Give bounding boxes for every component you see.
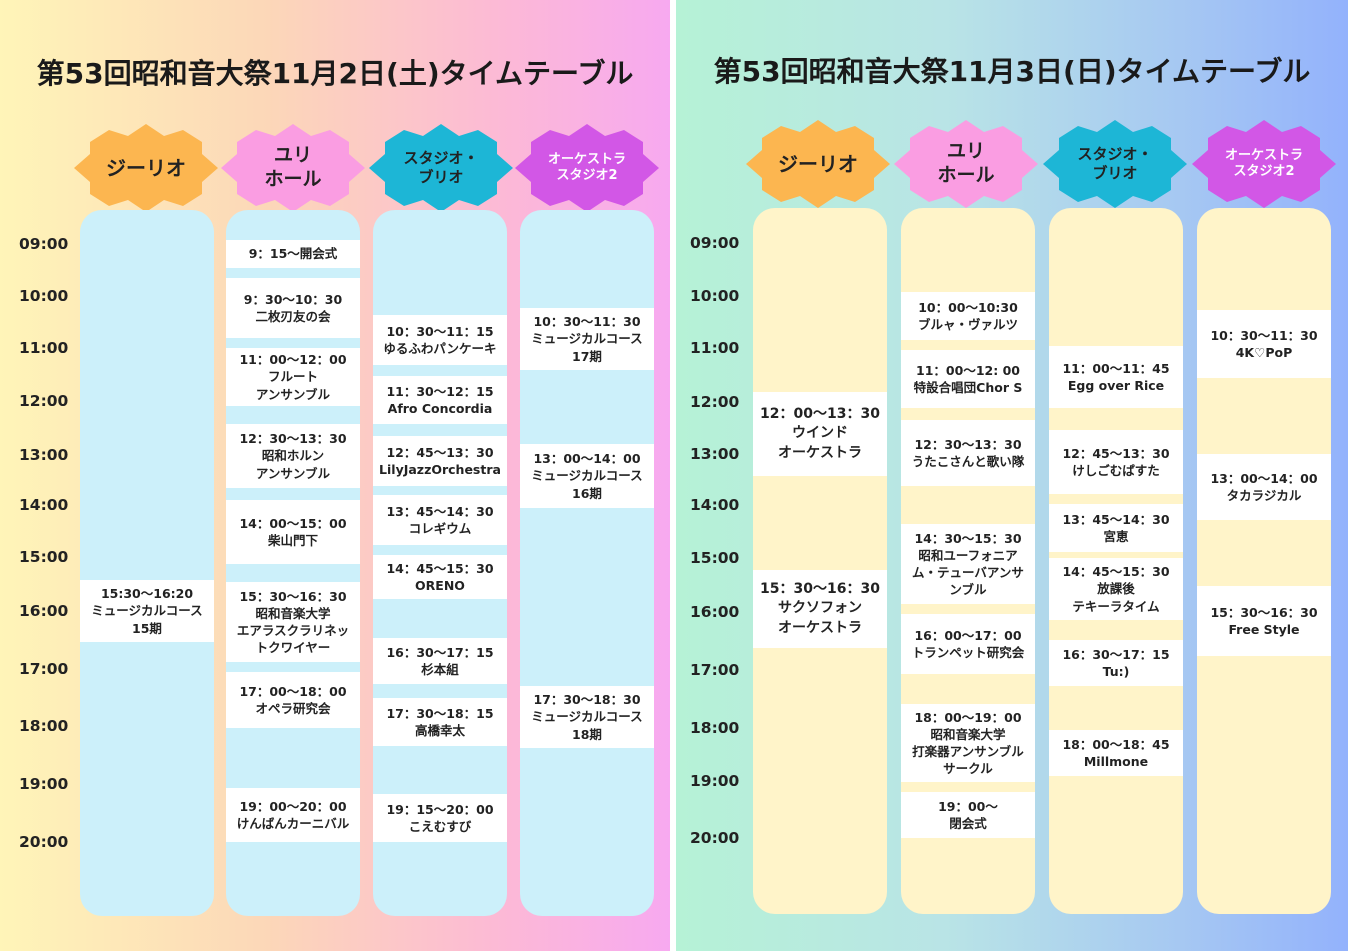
day2-panel: 第53回昭和音大祭11月3日(日)タイムテーブル 09:00 10:00 11:… <box>676 0 1348 951</box>
time-label: 18:00 <box>19 717 69 735</box>
venue-badge-orchestra-studio2: オーケストラ スタジオ2 <box>1190 118 1338 210</box>
time-label: 13:00 <box>690 445 740 463</box>
badge-shape <box>1043 120 1187 208</box>
venue-column: 11：00〜11：45 Egg over Rice 12：45〜13：30 けし… <box>1049 208 1183 914</box>
venue-badge-zirio: ジーリオ <box>744 118 892 210</box>
event-block: 16：30〜17：15 Tu:) <box>1049 640 1183 686</box>
venue-badge-yuri-hall: ユリ ホール <box>219 122 367 214</box>
event-block: 18：00〜18：45 Millmone <box>1049 730 1183 776</box>
time-label: 13:00 <box>19 446 69 464</box>
event-block: 12：45〜13：30 けしごむぱすた <box>1049 430 1183 494</box>
venue-name: スタジオ・ ブリオ <box>1077 145 1153 182</box>
event-block: 15:30〜16:20 ミュージカルコース 15期 <box>80 580 214 642</box>
event-block: 19：15〜20：00 こえむすび <box>373 794 507 842</box>
venue-name: ユリ ホール <box>264 144 322 190</box>
event-block: 12：30〜13：30 うたこさんと歌い隊 <box>901 420 1035 486</box>
time-label: 14:00 <box>690 496 740 514</box>
event-block: 17：30〜18：30 ミュージカルコース 18期 <box>520 686 654 748</box>
venue-badge-orchestra-studio2: オーケストラ スタジオ2 <box>513 122 661 214</box>
time-label: 09:00 <box>690 234 740 252</box>
time-label: 11:00 <box>690 339 740 357</box>
venue-badge-studio-brio: スタジオ・ ブリオ <box>367 122 515 214</box>
time-label: 18:00 <box>690 719 740 737</box>
venue-name: スタジオ・ ブリオ <box>403 149 479 186</box>
event-block: 13：00〜14：00 タカラジカル <box>1197 454 1331 520</box>
venue-name: ジーリオ <box>106 155 186 180</box>
venue-name: ユリ ホール <box>937 140 995 186</box>
event-block: 10：30〜11：15 ゆるふわパンケーキ <box>373 315 507 365</box>
venue-column: 12：00〜13：30 ウインド オーケストラ 15：30〜16：30 サクソフ… <box>753 208 887 914</box>
event-block: 11：30〜12：15 Afro Concordia <box>373 376 507 424</box>
badge-shape <box>1192 120 1336 208</box>
venue-column: 10：30〜11：30 4K♡PoP 13：00〜14：00 タカラジカル 15… <box>1197 208 1331 914</box>
event-block: 17：30〜18：15 高橋幸太 <box>373 698 507 746</box>
time-label: 15:00 <box>690 549 740 567</box>
badge-shape <box>515 124 659 212</box>
event-block: 14：45〜15：30 ORENO <box>373 555 507 599</box>
badge-shape <box>746 120 890 208</box>
time-label: 09:00 <box>19 235 69 253</box>
event-block: 10：30〜11：30 4K♡PoP <box>1197 310 1331 378</box>
time-label: 20:00 <box>19 833 69 851</box>
event-block: 14：00〜15：00 柴山門下 <box>226 500 360 564</box>
event-block: 19：00〜20：00 けんばんカーニバル <box>226 788 360 842</box>
time-label: 15:00 <box>19 548 69 566</box>
event-block: 13：00〜14：00 ミュージカルコース 16期 <box>520 444 654 508</box>
event-block: 17：00〜18：00 オペラ研究会 <box>226 672 360 728</box>
time-label: 19:00 <box>19 775 69 793</box>
event-block: 14：30〜15：30 昭和ユーフォニア ム・テューバアンサ ンブル <box>901 524 1035 604</box>
badge-shape <box>74 124 218 212</box>
event-block: 18：00〜19：00 昭和音楽大学 打楽器アンサンブル サークル <box>901 704 1035 782</box>
event-block: 15：30〜16：30 Free Style <box>1197 586 1331 656</box>
event-block: 13：45〜14：30 コレギウム <box>373 495 507 545</box>
venue-column: 10：00〜10:30 ブルャ・ヴァルツ 11：00〜12: 00 特設合唱団C… <box>901 208 1035 914</box>
time-label: 12:00 <box>690 393 740 411</box>
time-label: 10:00 <box>690 287 740 305</box>
time-label: 16:00 <box>690 603 740 621</box>
venue-badge-zirio: ジーリオ <box>72 122 220 214</box>
venue-name: ジーリオ <box>778 151 858 176</box>
panel-divider <box>670 0 676 951</box>
time-label: 10:00 <box>19 287 69 305</box>
time-label: 16:00 <box>19 602 69 620</box>
badge-shape <box>221 124 365 212</box>
time-label: 17:00 <box>19 660 69 678</box>
event-block: 9：15〜開会式 <box>226 240 360 268</box>
event-block: 12：30〜13：30 昭和ホルン アンサンブル <box>226 424 360 488</box>
time-label: 12:00 <box>19 392 69 410</box>
event-block: 19：00〜 閉会式 <box>901 792 1035 838</box>
event-block: 16：30〜17：15 杉本組 <box>373 638 507 684</box>
event-block: 11：00〜12: 00 特設合唱団Chor S <box>901 350 1035 408</box>
venue-badge-yuri-hall: ユリ ホール <box>892 118 1040 210</box>
event-block: 10：30〜11：30 ミュージカルコース 17期 <box>520 308 654 370</box>
event-block: 12：45〜13：30 LilyJazzOrchestra <box>373 436 507 486</box>
time-label: 17:00 <box>690 661 740 679</box>
time-label: 14:00 <box>19 496 69 514</box>
venue-badge-studio-brio: スタジオ・ ブリオ <box>1041 118 1189 210</box>
event-block: 14：45〜15：30 放課後 テキーラタイム <box>1049 558 1183 620</box>
event-block: 10：00〜10:30 ブルャ・ヴァルツ <box>901 292 1035 340</box>
time-label: 19:00 <box>690 772 740 790</box>
event-block: 9：30〜10：30 二枚刃友の会 <box>226 278 360 338</box>
venue-name: オーケストラ スタジオ2 <box>1224 147 1303 179</box>
day1-panel: 第53回昭和音大祭11月2日(土)タイムテーブル 09:00 10:00 11:… <box>0 0 670 951</box>
time-label: 11:00 <box>19 339 69 357</box>
venue-column: 10：30〜11：30 ミュージカルコース 17期 13：00〜14：00 ミュ… <box>520 210 654 916</box>
event-block: 13：45〜14：30 宮恵 <box>1049 504 1183 552</box>
event-block: 12：00〜13：30 ウインド オーケストラ <box>753 392 887 476</box>
venue-column: 10：30〜11：15 ゆるふわパンケーキ 11：30〜12：15 Afro C… <box>373 210 507 916</box>
event-block: 16：00〜17：00 トランペット研究会 <box>901 614 1035 674</box>
time-label: 20:00 <box>690 829 740 847</box>
event-block: 11：00〜12：00 フルート アンサンブル <box>226 348 360 406</box>
event-block: 15：30〜16：30 昭和音楽大学 エアラスクラリネッ トクワイヤー <box>226 582 360 662</box>
day2-title: 第53回昭和音大祭11月3日(日)タイムテーブル <box>713 55 1311 88</box>
venue-name: オーケストラ スタジオ2 <box>547 151 626 183</box>
badge-shape <box>894 120 1038 208</box>
venue-column: 15:30〜16:20 ミュージカルコース 15期 <box>80 210 214 916</box>
day1-title: 第53回昭和音大祭11月2日(土)タイムテーブル <box>36 57 634 90</box>
event-block: 11：00〜11：45 Egg over Rice <box>1049 346 1183 408</box>
venue-column: 9：15〜開会式 9：30〜10：30 二枚刃友の会 11：00〜12：00 フ… <box>226 210 360 916</box>
event-block: 15：30〜16：30 サクソフォン オーケストラ <box>753 570 887 648</box>
badge-shape <box>369 124 513 212</box>
